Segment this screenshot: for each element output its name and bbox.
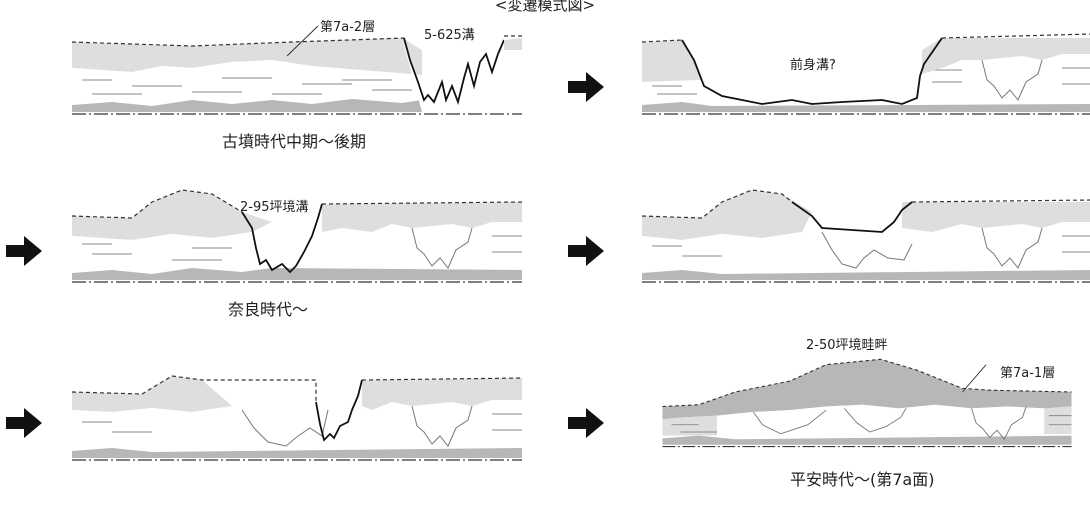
stage-caption: 平安時代～(第7a面): [790, 470, 935, 489]
stage-caption: 奈良時代～: [228, 300, 309, 319]
stage-caption: 古墳時代中期～後期: [222, 132, 367, 151]
arrow-icon: [6, 408, 42, 438]
layer-7a-2-label: 第7a-2層: [320, 20, 376, 35]
stage-5-section: [72, 375, 522, 461]
stage-6-section: [662, 358, 1072, 448]
stage-3-section: [72, 189, 522, 283]
arrow-icon: [568, 236, 604, 266]
predecessor-ditch-label: 前身溝?: [790, 58, 836, 73]
ditch-5-625-label: 5-625溝: [424, 28, 475, 43]
arrow-icon: [6, 236, 42, 266]
diagram-title: <変遷模式図>: [494, 0, 596, 14]
stage-4-section: [642, 189, 1090, 283]
layer-7a-1-label: 第7a-1層: [1000, 366, 1056, 381]
arrow-icon: [568, 408, 604, 438]
stage-1-section: [72, 25, 522, 115]
arrow-icon: [568, 72, 604, 102]
boundary-ridge-2-50-label: 2-50坪境畦畔: [806, 338, 888, 353]
boundary-ditch-2-95-label: 2-95坪境溝: [240, 200, 309, 215]
stage-2-section: [642, 33, 1090, 115]
